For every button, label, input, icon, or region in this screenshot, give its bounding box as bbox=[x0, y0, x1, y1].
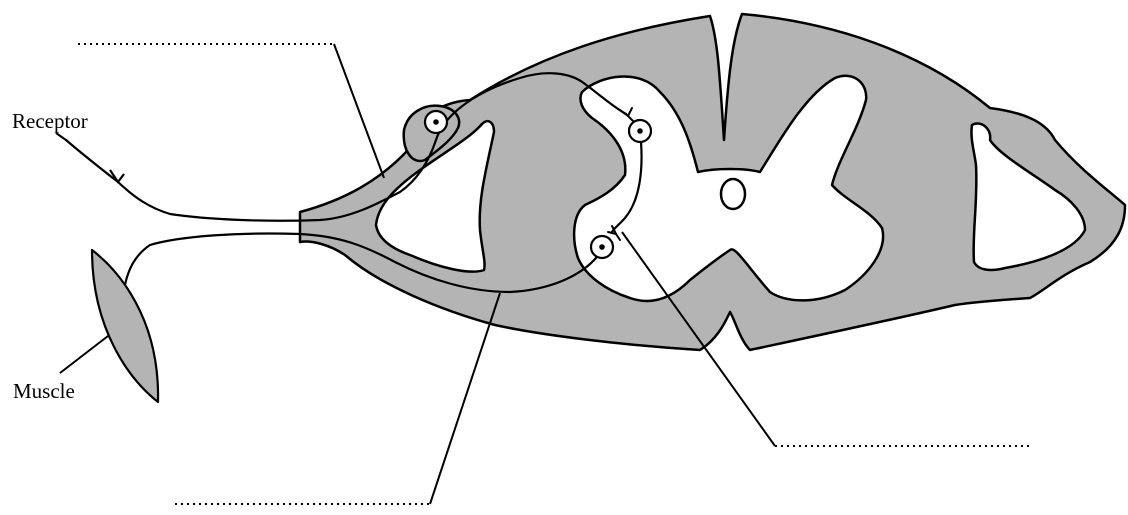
sensory-arrowhead bbox=[110, 170, 124, 182]
receptor-label: Receptor bbox=[12, 111, 88, 132]
muscle-leader-line bbox=[60, 336, 108, 373]
muscle-label: Muscle bbox=[13, 381, 75, 402]
relay-cell-nucleus bbox=[637, 128, 643, 134]
sensory-cell-nucleus bbox=[433, 119, 439, 125]
sensory-neuron-pointer bbox=[334, 44, 384, 178]
motor-cell-nucleus bbox=[599, 244, 605, 250]
motor-neuron-pointer bbox=[430, 293, 500, 504]
muscle-shape bbox=[92, 250, 158, 402]
central-canal bbox=[721, 179, 745, 209]
receptor-leader-line bbox=[56, 133, 66, 140]
